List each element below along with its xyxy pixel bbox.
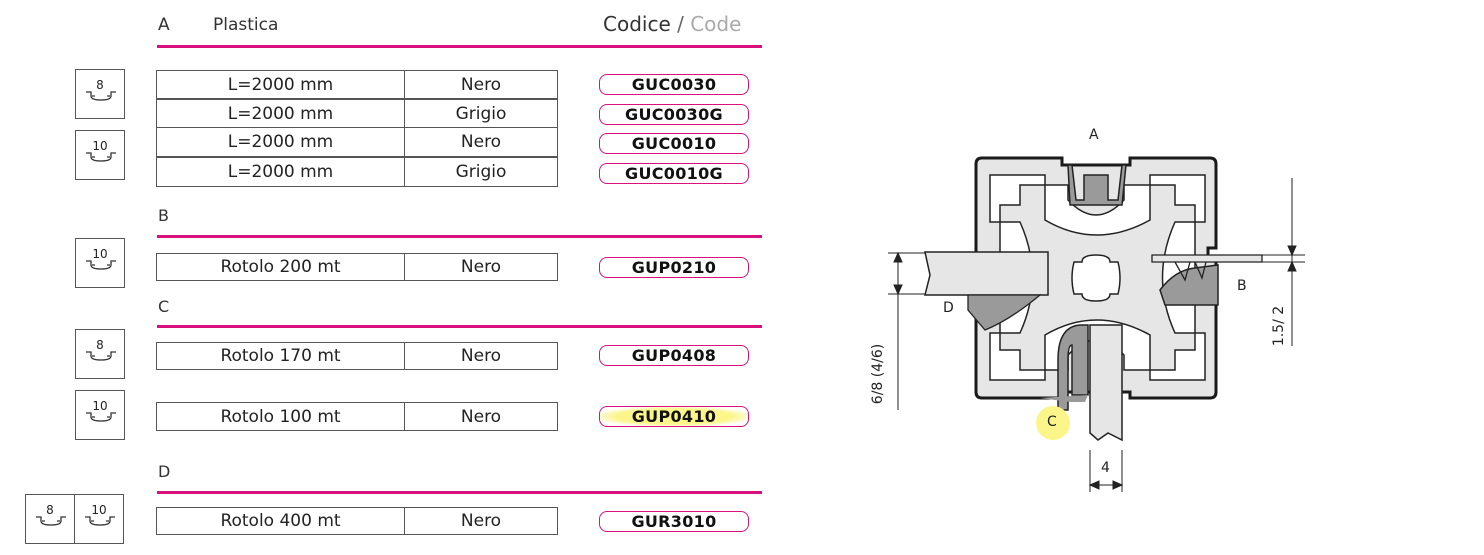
length-cell: L=2000 mm <box>157 128 405 156</box>
groove-8-icon: 8 <box>75 329 125 379</box>
panel-c <box>1089 324 1123 442</box>
diagram-label-d: D <box>943 300 954 316</box>
diagram-label-c: C <box>1047 414 1057 430</box>
product-code: GUC0010 <box>599 133 749 154</box>
dimension-left: 6/8 (4/6) <box>870 343 886 405</box>
color-cell: Grigio <box>455 162 507 182</box>
groove-10-icon: 10 <box>75 238 125 288</box>
length-cell: Rotolo 200 mt <box>157 254 405 280</box>
section-d-rule <box>157 491 762 494</box>
color-cell: Grigio <box>455 103 507 124</box>
code-label: Code <box>690 12 742 36</box>
table-row: Rotolo 100 mt Nero <box>156 402 558 431</box>
length-cell: L=2000 mm <box>157 71 405 98</box>
color-cell: Nero <box>460 511 502 531</box>
product-code: GUP0210 <box>599 257 749 278</box>
diagram-label-b: B <box>1237 278 1247 294</box>
product-code: GUC0030 <box>599 74 749 95</box>
length-cell: Rotolo 100 mt <box>157 403 405 430</box>
table-row: Rotolo 170 mt Nero <box>156 342 558 370</box>
codice-label: Codice <box>603 12 671 36</box>
groove-8-icon: 8 <box>75 69 125 119</box>
groove-size: 8 <box>46 503 54 517</box>
section-c-rule <box>157 325 762 328</box>
length-cell: L=2000 mm <box>157 100 405 127</box>
section-a-rule <box>157 45 762 48</box>
section-d-label: D <box>158 462 171 481</box>
table-row: Rotolo 400 mt Nero <box>156 507 558 535</box>
profile-cross-section-diagram <box>888 156 1305 492</box>
length-cell: L=2000 mm <box>157 158 405 186</box>
product-code: GUC0010G <box>599 163 749 184</box>
table-row: Rotolo 200 mt Nero <box>156 253 558 281</box>
color-cell: Nero <box>460 132 502 152</box>
product-code: GUR3010 <box>599 511 749 532</box>
color-cell: Nero <box>460 74 502 95</box>
groove-size: 8 <box>96 78 104 92</box>
length-cell: Rotolo 400 mt <box>157 508 405 534</box>
product-code: GUC0030G <box>599 104 749 125</box>
groove-size: 8 <box>96 338 104 352</box>
product-code-highlighted: GUP0410 <box>599 406 749 427</box>
panel-d <box>924 251 1049 296</box>
table-row: L=2000 mm Nero <box>156 128 558 157</box>
dimension-width: 4 <box>1101 460 1110 476</box>
table-row: L=2000 mm Grigio <box>156 157 558 187</box>
section-a-label: A <box>158 15 170 35</box>
material-header: Plastica <box>213 15 279 35</box>
seal-c <box>1057 324 1089 411</box>
code-header: Codice / Code <box>603 12 741 36</box>
table-row: L=2000 mm Grigio <box>156 99 558 128</box>
groove-10-icon: 10 <box>75 130 125 180</box>
groove-size: 10 <box>92 139 108 153</box>
groove-8-icon: 8 <box>25 494 75 544</box>
dimension-right: 1.5/ 2 <box>1271 305 1287 347</box>
seal-d <box>967 294 1042 331</box>
section-b-label: B <box>158 206 169 225</box>
table-row: L=2000 mm Nero <box>156 70 558 99</box>
seal-b <box>1159 264 1219 306</box>
groove-size: 10 <box>92 399 108 413</box>
groove-size: 10 <box>92 247 108 261</box>
section-b-rule <box>157 235 762 238</box>
diagram-label-a: A <box>1089 127 1099 143</box>
length-cell: Rotolo 170 mt <box>157 343 405 369</box>
section-c-label: C <box>158 297 170 316</box>
product-code: GUP0408 <box>599 345 749 366</box>
slash: / <box>670 12 691 36</box>
groove-10-icon: 10 <box>74 494 124 544</box>
color-cell: Nero <box>460 257 502 277</box>
groove-10-icon: 10 <box>75 390 125 440</box>
color-cell: Nero <box>460 346 502 366</box>
seal-a <box>1067 164 1127 206</box>
label-c-highlight <box>1036 406 1070 440</box>
groove-size: 10 <box>91 503 107 517</box>
color-cell: Nero <box>460 406 502 427</box>
